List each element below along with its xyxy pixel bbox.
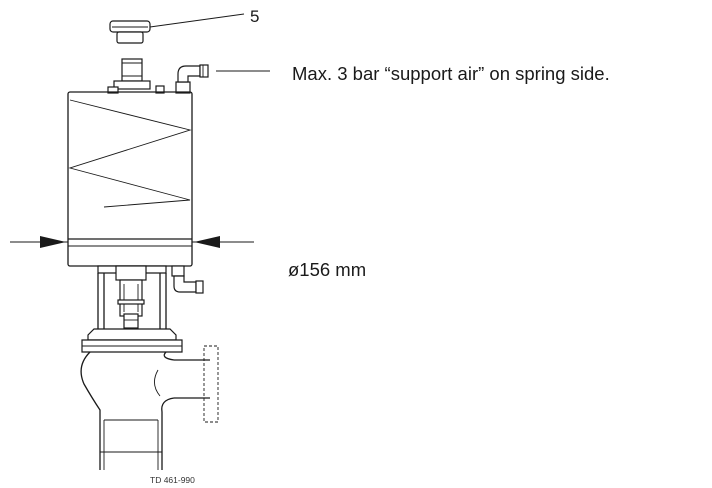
valve-body (80, 345, 219, 470)
valve-clamp (81, 328, 183, 353)
item-5-leader-line (149, 13, 245, 28)
support-air-note: Max. 3 bar “support air” on spring side. (292, 63, 610, 84)
yoke-bracket (97, 265, 204, 333)
removable-cap-part (109, 20, 151, 44)
drawing-id-label: TD 461-990 (150, 475, 195, 485)
item-number-label: 5 (250, 7, 260, 26)
top-fittings (107, 58, 209, 94)
diameter-dimension (10, 236, 254, 248)
actuator-cylinder (67, 91, 193, 267)
diameter-label: ø156 mm (288, 259, 367, 280)
